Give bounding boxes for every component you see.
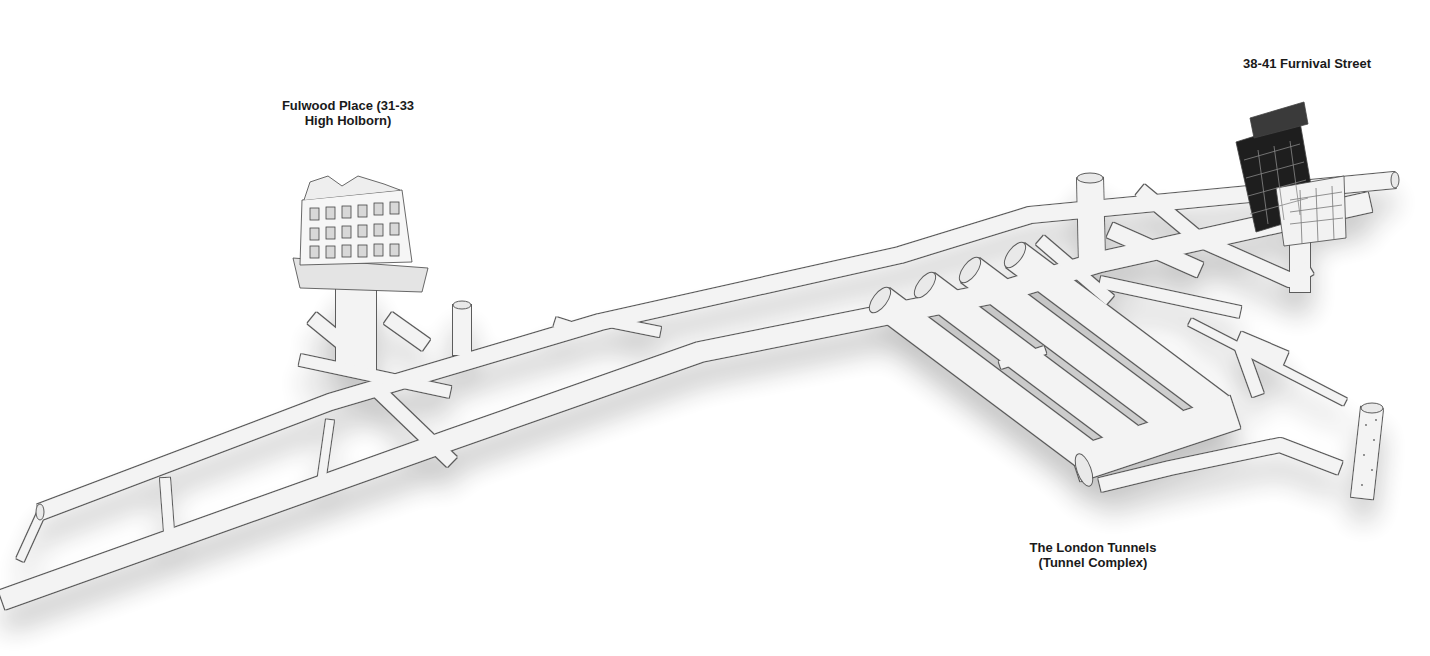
building-label: 38-41 Furnival Street xyxy=(1191,56,1371,71)
complex-label: The London Tunnels (Tunnel Complex) xyxy=(1027,540,1159,570)
building-label: Fulwood Place (31-33 High Holborn) xyxy=(280,98,416,128)
